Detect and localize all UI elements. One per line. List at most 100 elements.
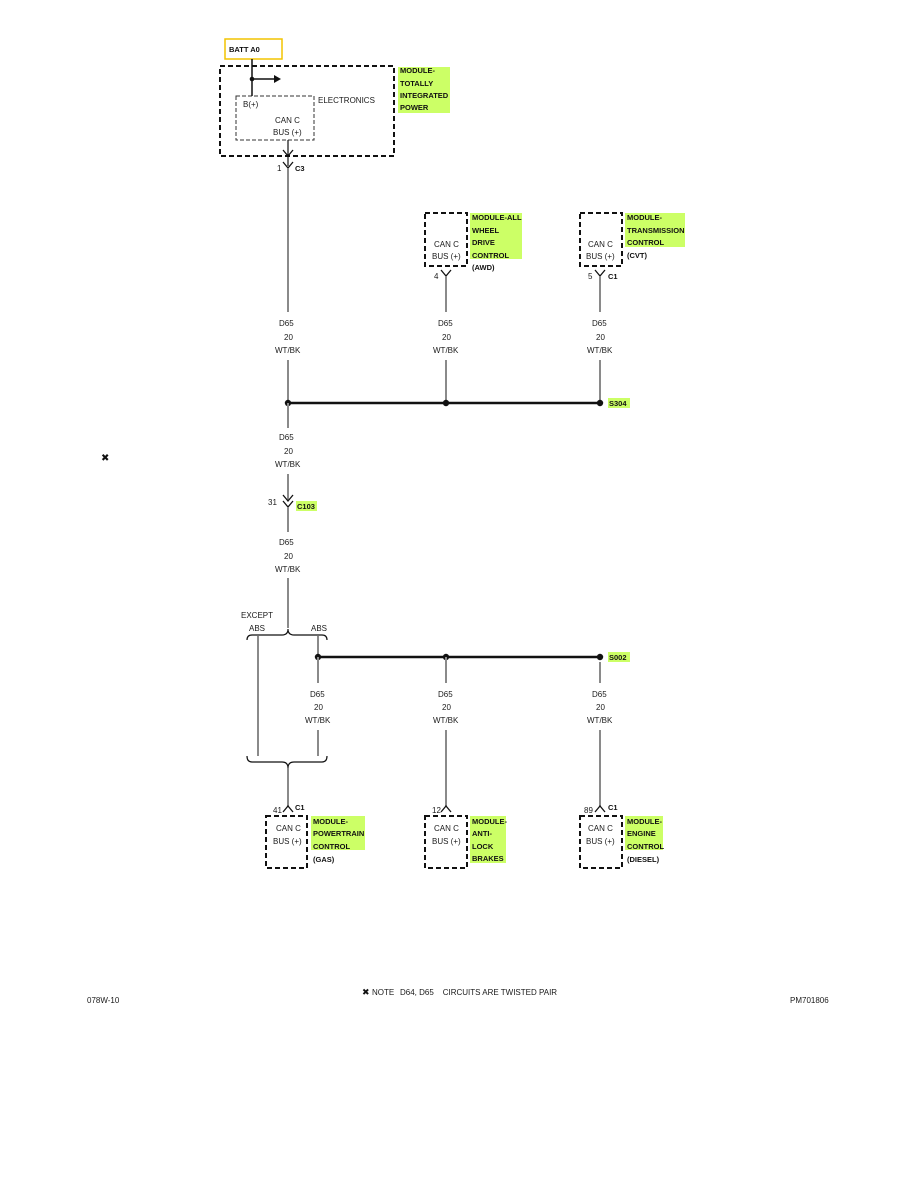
- wire-label-tipm-3: WT/BK: [275, 346, 301, 355]
- ecm-variant-label: (DIESEL): [627, 855, 660, 864]
- tipm-name-line-1: MODULE-: [400, 66, 435, 75]
- pcm-can-line-2: BUS (+): [273, 837, 302, 846]
- awd-pin-label: 4: [434, 272, 439, 281]
- ecm-name-highlight: [625, 816, 663, 850]
- batt-a0-label: BATT A0: [229, 45, 260, 54]
- tipm-b-plus-label: B(+): [243, 100, 259, 109]
- pcm-can-line-1: CAN C: [276, 824, 301, 833]
- wire-label-tcm-3: WT/BK: [587, 346, 613, 355]
- option-brace-bottom: [246, 755, 328, 769]
- wire-label-b2-1: D65: [438, 690, 453, 699]
- tipm-inner-connector-icon: [282, 149, 294, 158]
- connector-pcm-icon: [282, 804, 294, 813]
- wire-label-mid-1: D65: [279, 433, 294, 442]
- awd-name-line-4: CONTROL: [472, 251, 509, 260]
- splice-dot: [596, 399, 604, 407]
- tipm-electronics-label: ELECTRONICS: [318, 96, 375, 105]
- c103-pin-label: 31: [268, 498, 277, 507]
- awd-can-line-2: BUS (+): [432, 252, 461, 261]
- awd-name-line-1: MODULE-ALL: [472, 213, 522, 222]
- tcm-name-line-3: CONTROL: [627, 238, 664, 247]
- tipm-can-line-2: BUS (+): [273, 128, 302, 137]
- ecm-name-line-2: ENGINE: [627, 829, 656, 838]
- abs-can-line-1: CAN C: [434, 824, 459, 833]
- tipm-module-outline: [219, 65, 395, 157]
- awd-variant-label: (AWD): [472, 263, 495, 272]
- wire-label-mid-2: 20: [284, 447, 293, 456]
- awd-module-outline: [424, 212, 468, 267]
- note-twisted-pair-icon: ✖: [362, 988, 370, 998]
- abs-name-line-2: ANTI-: [472, 829, 492, 838]
- ecm-can-line-2: BUS (+): [586, 837, 615, 846]
- tipm-name-line-3: INTEGRATED: [400, 91, 449, 100]
- ecm-can-line-1: CAN C: [588, 824, 613, 833]
- pcm-pin-label: 41: [273, 806, 282, 815]
- wire-label-b2-3: WT/BK: [433, 716, 459, 725]
- abs-can-line-2: BUS (+): [432, 837, 461, 846]
- tcm-module-outline: [579, 212, 623, 267]
- wire-label-awd-3: WT/BK: [433, 346, 459, 355]
- wire-label-b1-1: D65: [310, 690, 325, 699]
- ecm-pin-label: 89: [584, 806, 593, 815]
- arrow-right-icon: [274, 75, 281, 83]
- abs-module-outline: [424, 815, 468, 869]
- tcm-variant-label: (CVT): [627, 251, 647, 260]
- abs-name-highlight: [470, 816, 506, 863]
- tcm-name-highlight: [625, 213, 685, 247]
- twisted-pair-icon: ✖: [101, 453, 109, 464]
- pcm-connector-label: C1: [295, 803, 305, 812]
- pcm-name-line-1: MODULE-: [313, 817, 348, 826]
- ecm-name-line-3: CONTROL: [627, 842, 664, 851]
- wire-label-b2-2: 20: [442, 703, 451, 712]
- abs-name-line-4: BRAKES: [472, 854, 504, 863]
- tipm-pin-label: 1: [277, 164, 282, 173]
- awd-can-line-1: CAN C: [434, 240, 459, 249]
- connector-c103-icon: [282, 494, 294, 503]
- wire-label-low-1: D65: [279, 538, 294, 547]
- except-label: EXCEPT: [241, 611, 273, 620]
- wire-label-awd-1: D65: [438, 319, 453, 328]
- footer-left-code: 078W-10: [87, 996, 120, 1005]
- tipm-name-line-4: POWER: [400, 103, 429, 112]
- note-label: NOTE: [372, 988, 394, 997]
- wire-label-tipm-2: 20: [284, 333, 293, 342]
- pcm-name-highlight: [311, 816, 365, 850]
- s002-highlight: [608, 652, 630, 662]
- pcm-variant-label: (GAS): [313, 855, 335, 864]
- abs-name-line-1: MODULE-: [472, 817, 507, 826]
- connector-tcm-icon: [594, 269, 606, 278]
- tipm-connector-label: C3: [295, 164, 305, 173]
- abs-pin-label: 12: [432, 806, 441, 815]
- note-text: D64, D65 CIRCUITS ARE TWISTED PAIR: [400, 988, 557, 997]
- batt-a0-box: [224, 38, 283, 60]
- connector-abs-icon: [440, 804, 452, 813]
- splice-dot: [596, 653, 604, 661]
- ecm-connector-label: C1: [608, 803, 618, 812]
- wire-label-b3-2: 20: [596, 703, 605, 712]
- abs-right-label: ABS: [311, 624, 327, 633]
- ecm-name-line-1: MODULE-: [627, 817, 662, 826]
- connector-ecm-icon: [594, 804, 606, 813]
- awd-name-line-3: DRIVE: [472, 238, 495, 247]
- wire-label-tcm-2: 20: [596, 333, 605, 342]
- awd-name-highlight: [470, 213, 522, 259]
- option-brace-top: [246, 628, 328, 641]
- splice-s304-label: S304: [609, 399, 627, 408]
- pcm-name-line-2: POWERTRAIN: [313, 829, 364, 838]
- wire-label-b3-1: D65: [592, 690, 607, 699]
- wire-label-awd-2: 20: [442, 333, 451, 342]
- c103-highlight: [296, 501, 317, 511]
- footer-right-code: PM701806: [790, 996, 829, 1005]
- tipm-can-subbox: [235, 95, 315, 141]
- tcm-connector-label: C1: [608, 272, 618, 281]
- wire-label-tcm-1: D65: [592, 319, 607, 328]
- s304-highlight: [608, 398, 630, 408]
- tipm-name-highlight: [398, 67, 450, 113]
- tcm-name-line-1: MODULE-: [627, 213, 662, 222]
- ecm-module-outline: [579, 815, 623, 869]
- pcm-module-outline: [265, 815, 308, 869]
- tipm-name-line-2: TOTALLY: [400, 79, 433, 88]
- tcm-pin-label: 5: [588, 272, 593, 281]
- tcm-can-line-2: BUS (+): [586, 252, 615, 261]
